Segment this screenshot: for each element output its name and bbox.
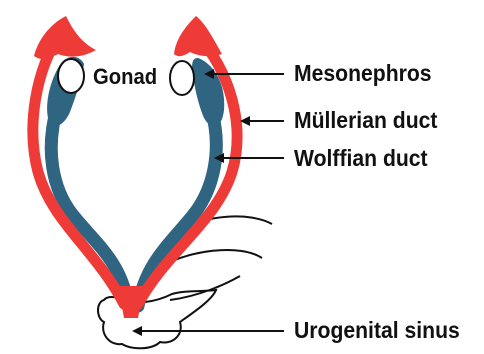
gonad-left bbox=[58, 59, 84, 93]
mullerian-funnel-left bbox=[34, 16, 96, 59]
mesonephros-label: Mesonephros bbox=[294, 62, 432, 85]
gonad-right bbox=[170, 61, 194, 95]
mullerian-funnel-right bbox=[174, 16, 222, 56]
leader-mullerian-duct bbox=[240, 116, 284, 126]
wolffian-duct-left bbox=[51, 112, 128, 306]
gonad-label: Gonad bbox=[93, 66, 157, 88]
leader-wolffian-duct bbox=[214, 153, 284, 163]
mullerian-duct-label: Müllerian duct bbox=[294, 109, 437, 132]
urogenital-sinus-label: Urogenital sinus bbox=[294, 319, 460, 342]
wolffian-duct-label: Wolffian duct bbox=[294, 147, 428, 170]
